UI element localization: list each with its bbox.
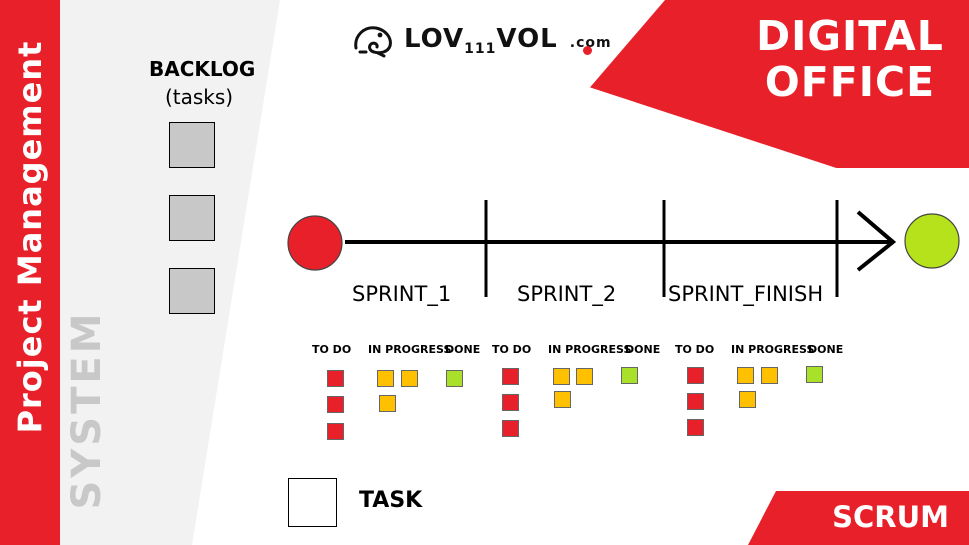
task-card-in-progress xyxy=(576,368,593,385)
task-card-in-progress xyxy=(737,367,754,384)
backlog-subtitle: (tasks) xyxy=(164,85,234,109)
task-card-todo xyxy=(687,419,704,436)
task-card-todo xyxy=(327,370,344,387)
task-card-todo xyxy=(687,367,704,384)
sprint-1-label: SPRINT_1 xyxy=(352,282,452,306)
task-card-todo xyxy=(502,394,519,411)
logo-red-dot xyxy=(583,46,592,55)
task-card-todo xyxy=(687,393,704,410)
timeline-arrow-head xyxy=(856,210,897,272)
task-card-done xyxy=(446,370,463,387)
task-legend-box xyxy=(288,478,337,527)
logo-wordmark: LOV111VOL.com xyxy=(404,24,612,57)
board-3-todo-header: TO DO xyxy=(675,343,715,356)
task-card-todo xyxy=(502,368,519,385)
task-card-in-progress xyxy=(554,391,571,408)
board-1-todo-header: TO DO xyxy=(312,343,352,356)
board-3-done-header: DONE xyxy=(808,343,844,356)
task-card-todo xyxy=(327,396,344,413)
task-card-in-progress xyxy=(401,370,418,387)
banner-line-2: OFFICE xyxy=(764,58,936,106)
start-circle xyxy=(287,215,343,271)
board-2-done-header: DONE xyxy=(625,343,661,356)
task-legend-label: TASK xyxy=(359,488,423,513)
backlog-title: BACKLOG xyxy=(149,57,256,81)
backlog-task-1 xyxy=(169,122,215,168)
board-2-todo-header: TO DO xyxy=(492,343,532,356)
task-card-in-progress xyxy=(761,367,778,384)
task-card-done xyxy=(806,366,823,383)
task-card-todo xyxy=(327,423,344,440)
chameleon-logo-icon xyxy=(352,22,396,62)
left-red-bar xyxy=(0,0,60,545)
task-card-in-progress xyxy=(377,370,394,387)
board-3-inprogress-header: IN PROGRESS xyxy=(731,343,815,356)
end-circle xyxy=(904,213,960,269)
task-card-in-progress xyxy=(739,391,756,408)
backlog-task-2 xyxy=(169,195,215,241)
backlog-task-3 xyxy=(169,268,215,314)
board-1-inprogress-header: IN PROGRESS xyxy=(368,343,452,356)
task-card-in-progress xyxy=(553,368,570,385)
task-card-todo xyxy=(502,420,519,437)
sprint-finish-label: SPRINT_FINISH xyxy=(668,282,824,306)
sprint-2-label: SPRINT_2 xyxy=(517,282,617,306)
scrum-badge xyxy=(748,491,969,545)
banner-line-1: DIGITAL xyxy=(756,12,944,60)
board-2-inprogress-header: IN PROGRESS xyxy=(548,343,632,356)
scrum-label: SCRUM xyxy=(832,500,949,534)
board-1-done-header: DONE xyxy=(445,343,481,356)
task-card-in-progress xyxy=(379,395,396,412)
task-card-done xyxy=(621,367,638,384)
